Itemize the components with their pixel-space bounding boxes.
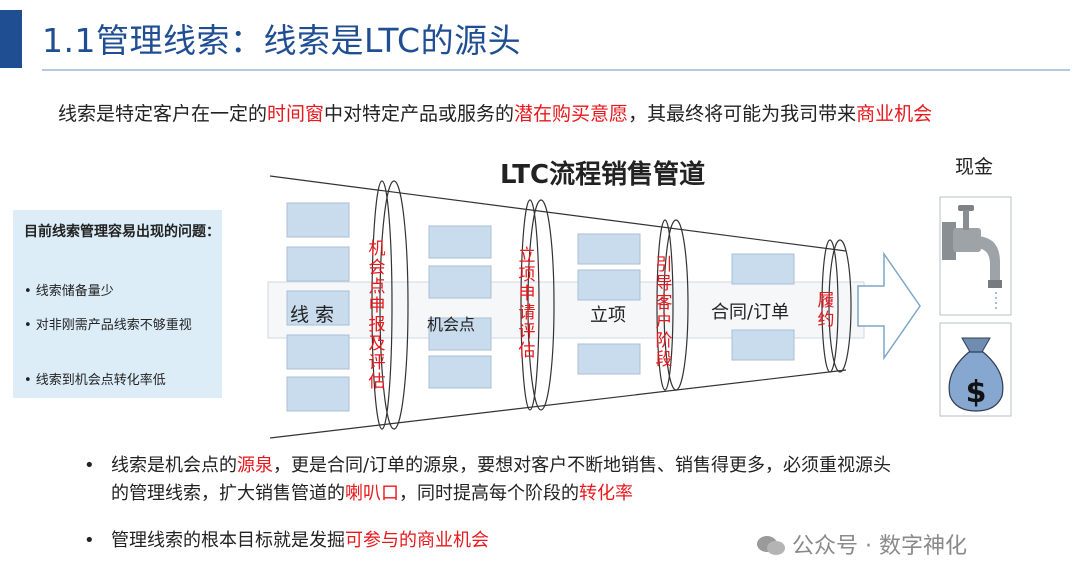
- problem-item: • 线索储备量少: [24, 281, 220, 303]
- bullet-highlight: 喇叭口: [345, 483, 399, 504]
- bullet-text: 线索是机会点的: [111, 455, 237, 476]
- stage-opportunity-label: 机会点: [427, 311, 475, 335]
- watermark-text: 公众号 · 数字神化: [792, 534, 967, 559]
- block: [287, 377, 349, 411]
- svg-text:$: $: [966, 375, 987, 410]
- bullet-highlight: 可参与的商业机会: [345, 530, 489, 551]
- bullet-text: 的管理线索，扩大销售管道的: [111, 483, 345, 504]
- bullet-point-1: 线索是机会点的源泉，更是合同/订单的源泉，要想对客户不断地销售、销售得更多，必须…: [111, 452, 1051, 508]
- bullet-text: 管理线索的根本目标就是发掘: [111, 530, 345, 551]
- stage-project-label: 立项: [590, 301, 626, 327]
- block: [578, 270, 640, 300]
- transition-opportunity-review: 机会点申报及评估: [368, 240, 386, 392]
- block: [429, 226, 491, 258]
- problem-item: • 对非刚需产品线索不够重视: [24, 315, 220, 337]
- stage-leads-label: 线 索: [290, 300, 334, 327]
- block: [732, 254, 794, 284]
- block: [287, 247, 349, 281]
- wechat-icon: [756, 534, 786, 556]
- block: [732, 330, 794, 360]
- watermark: 公众号 · 数字神化: [756, 528, 967, 560]
- bullet-dot: •: [84, 452, 112, 480]
- money-bag-icon: $: [940, 323, 1011, 416]
- block: [578, 234, 640, 264]
- bullet-dot: •: [84, 527, 112, 555]
- block: [578, 344, 640, 374]
- funnel-title: LTC流程销售管道: [500, 154, 705, 191]
- block: [429, 356, 491, 388]
- bullet-text: ，更是合同/订单的源泉，要想对客户不断地销售、销售得更多，必须重视源头: [273, 455, 891, 476]
- output-arrow: [858, 254, 920, 358]
- cash-label: 现金: [955, 152, 993, 179]
- transition-guide-customer: 引导客户阶段: [655, 256, 673, 370]
- problem-box-title: 目前线索管理容易出现的问题：: [24, 218, 220, 247]
- funnel-bottom-edge: [270, 370, 846, 438]
- bullet-point-2: 管理线索的根本目标就是发掘可参与的商业机会: [111, 527, 711, 555]
- bullet-highlight: 源泉: [237, 455, 273, 476]
- transition-fulfillment: 履约: [817, 292, 835, 330]
- transition-project-review: 立项申请评估: [518, 247, 536, 361]
- stage-contract-label: 合同/订单: [711, 298, 789, 324]
- bullet-text: ，同时提高每个阶段的: [399, 483, 579, 504]
- block: [429, 266, 491, 298]
- block: [287, 335, 349, 369]
- faucet-icon: [940, 197, 1011, 315]
- problem-item: • 线索到机会点转化率低: [24, 370, 220, 392]
- bullet-highlight: 转化率: [579, 483, 633, 504]
- block: [287, 203, 349, 237]
